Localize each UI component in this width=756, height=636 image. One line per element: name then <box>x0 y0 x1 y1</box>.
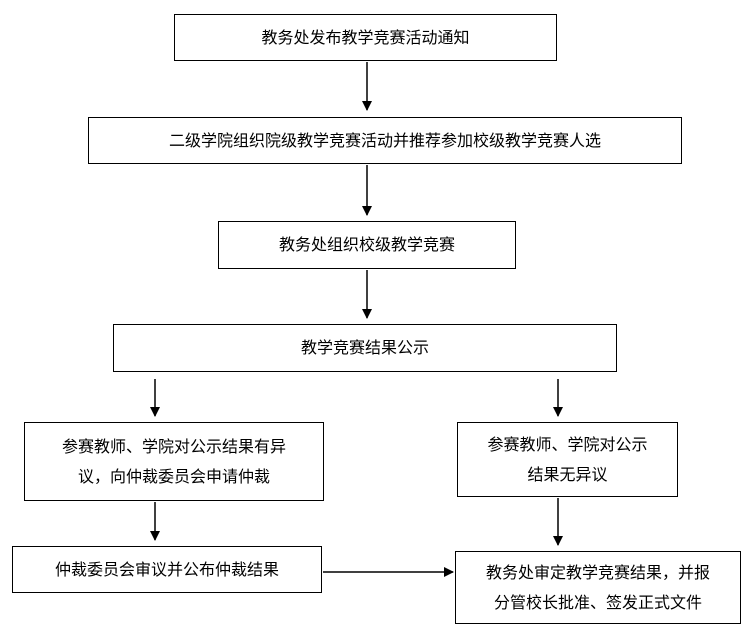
step3-school-competition-box: 教务处组织校级教学竞赛 <box>218 221 516 269</box>
step3-text: 教务处组织校级教学竞赛 <box>278 235 455 254</box>
step4-text: 教学竞赛结果公示 <box>300 338 429 357</box>
step1-text: 教务处发布教学竞赛活动通知 <box>261 27 470 47</box>
objection-text-line1: 参赛教师、学院对公示结果有异 <box>61 436 286 456</box>
arbitration-text: 仲裁委员会审议并公布仲裁结果 <box>54 559 279 579</box>
arbitration-box: 仲裁委员会审议并公布仲裁结果 <box>12 546 322 593</box>
final-text-line2: 分管校长批准、签发正式文件 <box>493 592 702 612</box>
objection-box: 参赛教师、学院对公示结果有异 议，向仲裁委员会申请仲裁 <box>24 422 324 501</box>
step4-result-publicity-box: 教学竞赛结果公示 <box>113 324 617 372</box>
objection-text-line2: 议，向仲裁委员会申请仲裁 <box>77 466 270 486</box>
final-approval-box: 教务处审定教学竞赛结果，并报 分管校长批准、签发正式文件 <box>455 551 741 624</box>
final-text-line1: 教务处审定教学竞赛结果，并报 <box>485 562 710 582</box>
step1-notice-box: 教务处发布教学竞赛活动通知 <box>174 14 557 61</box>
no-objection-text-line2: 结果无异议 <box>527 464 608 484</box>
no-objection-text-line1: 参赛教师、学院对公示 <box>487 434 648 454</box>
step2-text: 二级学院组织院级教学竞赛活动并推荐参加校级教学竞赛人选 <box>168 130 601 150</box>
step2-college-selection-box: 二级学院组织院级教学竞赛活动并推荐参加校级教学竞赛人选 <box>88 117 682 164</box>
no-objection-box: 参赛教师、学院对公示 结果无异议 <box>457 422 678 497</box>
